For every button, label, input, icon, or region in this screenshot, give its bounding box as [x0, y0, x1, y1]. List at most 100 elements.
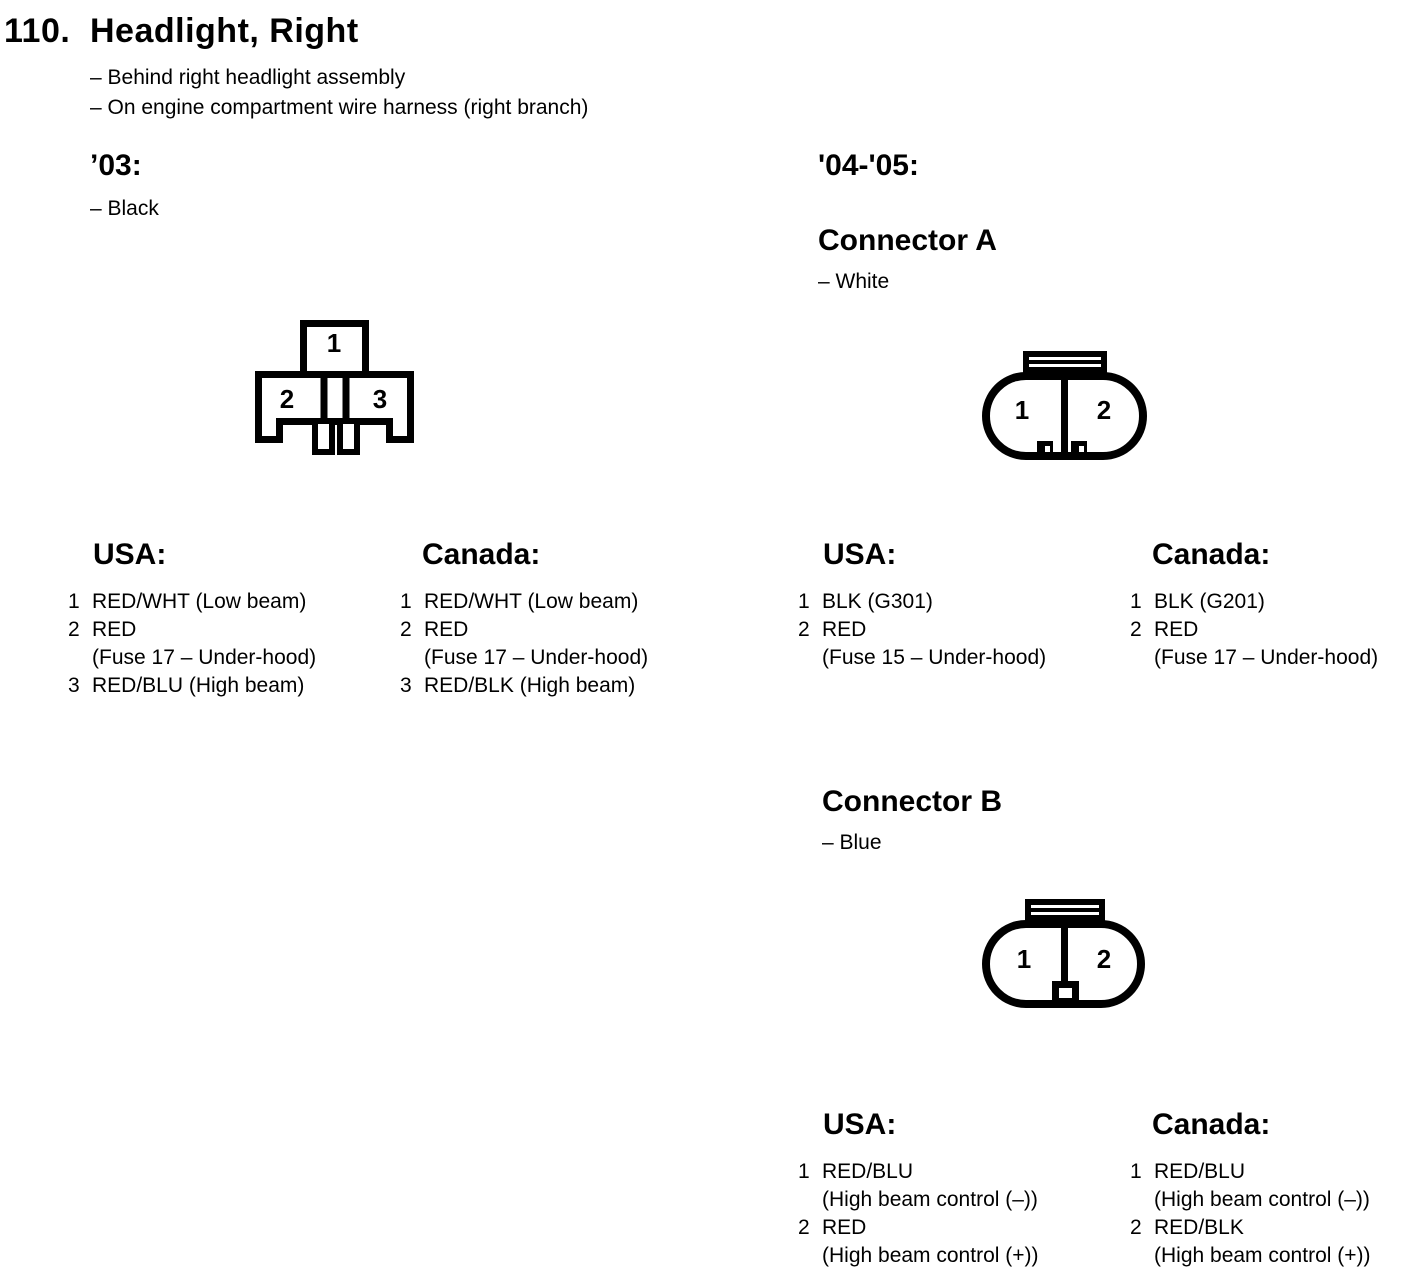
- pin-wire: RED/BLK: [1154, 1216, 1244, 1239]
- connector-03-prong-right: [337, 418, 360, 455]
- pin-wire: RED: [1154, 618, 1199, 641]
- pin-row: (Fuse 17 – Under-hood): [400, 644, 648, 672]
- pin-number: 1: [1130, 1160, 1142, 1183]
- pin-row: 1 RED/WHT (Low beam): [68, 588, 316, 616]
- pin-row: 1 RED/BLU: [1130, 1158, 1371, 1186]
- pin-wire: RED/BLU: [1154, 1160, 1246, 1183]
- connector-b-diagram: 1 2: [982, 899, 1145, 1008]
- pin-row: (Fuse 15 – Under-hood): [798, 644, 1046, 672]
- pin-row: (High beam control (+)): [798, 1242, 1039, 1270]
- pin-number: [68, 644, 92, 672]
- connector-03-prong-left: [312, 418, 335, 455]
- pin-row: 2 RED: [68, 616, 316, 644]
- pin-wire: (Fuse 17 – Under-hood): [1154, 646, 1379, 669]
- pin-wire: RED/BLK (High beam): [424, 674, 636, 697]
- pin-number: [798, 644, 822, 672]
- canada-heading-a: Canada:: [1152, 538, 1271, 571]
- pin-label-3: 3: [373, 384, 387, 414]
- pin-wire: (Fuse 17 – Under-hood): [92, 646, 317, 669]
- pinlist-b-usa: 1 RED/BLU (High beam control (–)) 2 RED (H…: [798, 1158, 1039, 1270]
- pin-number: [400, 644, 424, 672]
- connector-a-key-left-slot: [1045, 446, 1050, 452]
- pin-row: 2 RED: [1130, 616, 1378, 644]
- pin-row: 2 RED/BLK: [1130, 1214, 1371, 1242]
- pinlist-b-canada: 1 RED/BLU (High beam control (–)) 2 RED/BL…: [1130, 1158, 1371, 1270]
- pin-number: 3: [400, 674, 412, 697]
- pin-label-1: 1: [1015, 395, 1029, 425]
- connector-a-color-note: – White: [818, 270, 890, 293]
- pin-row: 2 RED: [798, 616, 1046, 644]
- canada-heading-b: Canada:: [1152, 1108, 1271, 1141]
- pin-wire: RED: [424, 618, 469, 641]
- connector-color-note-03: – Black: [90, 197, 159, 220]
- pin-number: 2: [1130, 618, 1142, 641]
- pin-number: 2: [68, 618, 80, 641]
- pinlist-a-canada: 1 BLK (G201) 2 RED (Fuse 17 – Under-hood): [1130, 588, 1378, 672]
- pin-wire: (High beam control (+)): [1154, 1244, 1371, 1267]
- pin-wire: (High beam control (–)): [1154, 1188, 1370, 1211]
- pin-wire: (High beam control (+)): [822, 1244, 1039, 1267]
- pinlist-03-canada: 1 RED/WHT (Low beam) 2 RED (Fuse 17 – Unde…: [400, 588, 648, 700]
- connector-03-body: [255, 371, 414, 443]
- pin-row: 1 RED/BLU: [798, 1158, 1039, 1186]
- pin-wire: RED/WHT (Low beam): [424, 590, 639, 613]
- connector-03-diagram: 1 2 3: [255, 320, 414, 455]
- canada-heading-03: Canada:: [422, 538, 541, 571]
- connector-b-key-slot: [1059, 988, 1072, 998]
- pin-number: 2: [798, 618, 810, 641]
- pin-row: 2 RED: [798, 1214, 1039, 1242]
- usa-heading-03: USA:: [93, 538, 167, 571]
- pin-wire: BLK (G201): [1154, 590, 1265, 613]
- pin-number: 1: [400, 590, 412, 613]
- pin-wire: RED: [92, 618, 137, 641]
- pin-label-2: 2: [1097, 395, 1111, 425]
- pin-wire: RED: [822, 1216, 867, 1239]
- pin-row: (High beam control (–)): [798, 1186, 1039, 1214]
- pin-number: [1130, 1186, 1154, 1214]
- pin-wire: RED/WHT (Low beam): [92, 590, 307, 613]
- pin-row: (High beam control (+)): [1130, 1242, 1371, 1270]
- usa-heading-a: USA:: [823, 538, 897, 571]
- connector-b-color-note: – Blue: [822, 831, 882, 854]
- pin-number: 1: [1130, 590, 1142, 613]
- pin-wire: RED/BLU (High beam): [92, 674, 305, 697]
- pin-number: [798, 1186, 822, 1214]
- pin-number: 2: [798, 1216, 810, 1239]
- pin-label-2: 2: [280, 384, 294, 414]
- pin-row: (Fuse 17 – Under-hood): [1130, 644, 1378, 672]
- pin-number: [798, 1242, 822, 1270]
- pin-number: 2: [400, 618, 412, 641]
- year-heading-03: ’03:: [90, 149, 142, 182]
- pin-number: [1130, 644, 1154, 672]
- pin-label-1: 1: [327, 328, 341, 358]
- pin-wire: (Fuse 17 – Under-hood): [424, 646, 649, 669]
- pin-number: 1: [68, 590, 80, 613]
- pin-number: 2: [1130, 1216, 1142, 1239]
- pin-number: 1: [798, 1160, 810, 1183]
- connector-a-heading: Connector A: [818, 224, 997, 257]
- pin-wire: (Fuse 15 – Under-hood): [822, 646, 1047, 669]
- connector-a-diagram: 1 2: [982, 351, 1147, 460]
- year-heading-0405: '04-'05:: [818, 149, 919, 182]
- connector-03-pin1-cavity: [300, 320, 369, 378]
- pin-number: 3: [68, 674, 80, 697]
- pin-row: 1 RED/WHT (Low beam): [400, 588, 648, 616]
- pin-wire: BLK (G301): [822, 590, 933, 613]
- pin-row: 1 BLK (G201): [1130, 588, 1378, 616]
- pin-row: (High beam control (–)): [1130, 1186, 1371, 1214]
- pin-number: [1130, 1242, 1154, 1270]
- connector-b-heading: Connector B: [822, 785, 1002, 818]
- pin-label-2: 2: [1097, 944, 1111, 974]
- pin-wire: RED: [822, 618, 867, 641]
- connector-a-key-right-slot: [1079, 446, 1084, 452]
- page-title: Headlight, Right: [90, 12, 359, 50]
- pin-wire: RED/BLU: [822, 1160, 914, 1183]
- pin-row: 3 RED/BLK (High beam): [400, 672, 648, 700]
- pin-row: 3 RED/BLU (High beam): [68, 672, 316, 700]
- pinlist-03-usa: 1 RED/WHT (Low beam) 2 RED (Fuse 17 – Unde…: [68, 588, 316, 700]
- pin-wire: (High beam control (–)): [822, 1188, 1038, 1211]
- usa-heading-b: USA:: [823, 1108, 897, 1141]
